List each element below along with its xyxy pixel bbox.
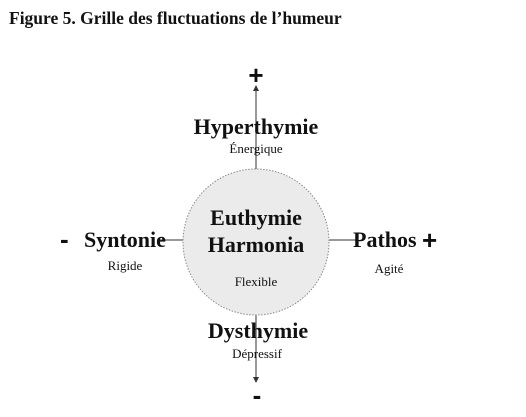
center-sublabel: Flexible	[234, 274, 278, 289]
left-minus-sign: -	[60, 224, 69, 254]
figure-title: Figure 5. Grille des fluctuations de l’h…	[9, 8, 342, 28]
left-pole-label: Syntonie	[84, 227, 166, 252]
right-plus-sign: +	[422, 225, 438, 255]
center-label-euthymie: Euthymie	[210, 205, 302, 230]
right-pole-label: Pathos	[353, 227, 417, 252]
top-pole-sublabel: Énergique	[229, 141, 283, 156]
euthymie-circle	[182, 168, 330, 316]
left-pole-sublabel: Rigide	[107, 258, 143, 273]
bottom-pole-sublabel: Dépressif	[232, 346, 282, 361]
top-pole-label: Hyperthymie	[193, 114, 319, 139]
right-pole-sublabel: Agité	[374, 261, 404, 276]
top-plus-sign: +	[248, 60, 264, 90]
bottom-pole-label: Dysthymie	[207, 318, 309, 343]
bottom-minus-sign: -	[252, 380, 262, 410]
center-label-harmonia: Harmonia	[207, 232, 305, 257]
